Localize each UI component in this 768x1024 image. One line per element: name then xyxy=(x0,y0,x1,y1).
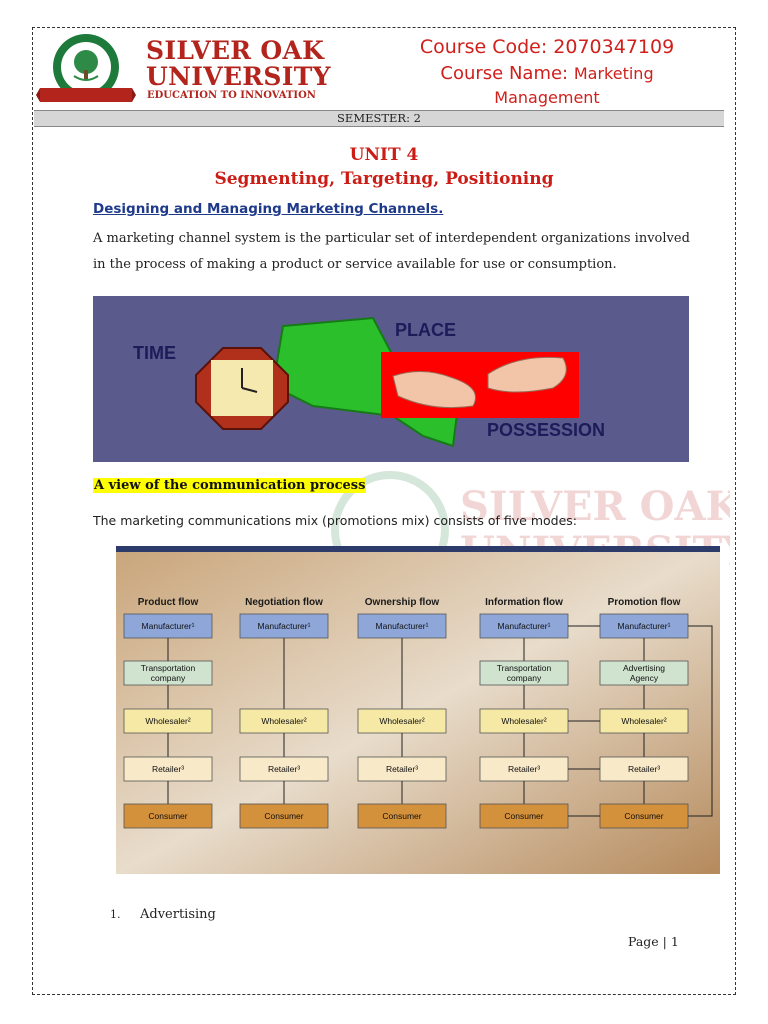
university-tagline: EDUCATION TO INNOVATION xyxy=(147,90,316,101)
unit-subtitle: Segmenting, Targeting, Positioning xyxy=(214,169,554,189)
label-place: PLACE xyxy=(395,320,456,340)
label-possession: POSSESSION xyxy=(487,420,605,440)
flow-box-label: Manufacturer¹ xyxy=(376,621,429,631)
flow-box xyxy=(239,708,329,734)
flow-box-label: Retailer³ xyxy=(628,764,660,774)
flow-box-label: Retailer³ xyxy=(508,764,540,774)
course-name-value2: Management xyxy=(494,88,600,107)
utility-figure: TIME PLACE POSSESSION xyxy=(93,296,689,462)
flow-box xyxy=(599,613,689,639)
page-number: Page | 1 xyxy=(628,934,679,949)
flow-box-label: Manufacturer¹ xyxy=(618,621,671,631)
course-name-value: Marketing xyxy=(573,64,654,83)
label-time: TIME xyxy=(133,343,176,363)
flow-column-header: Negotiation flow xyxy=(245,597,323,608)
flow-box xyxy=(357,756,447,782)
flow-box-label: Wholesaler² xyxy=(261,716,307,726)
course-code: Course Code: 2070347109 xyxy=(419,36,675,58)
flow-box xyxy=(479,756,569,782)
flow-box-label: Wholesaler² xyxy=(501,716,547,726)
flow-column-header: Ownership flow xyxy=(365,597,440,608)
university-name-line2: UNIVERSITY xyxy=(146,62,331,91)
course-name-label: Course Name: xyxy=(440,63,569,84)
flow-box xyxy=(239,756,329,782)
flow-box xyxy=(123,613,213,639)
flow-box-label: Wholesaler² xyxy=(145,716,191,726)
flow-box xyxy=(599,660,689,686)
flow-box xyxy=(357,613,447,639)
flow-box-label: Agency xyxy=(630,673,659,683)
university-name: SILVER OAK UNIVERSITY xyxy=(146,38,331,90)
flow-box xyxy=(479,613,569,639)
svg-text:SILVER OAK: SILVER OAK xyxy=(460,483,730,530)
flow-box-label: Consumer xyxy=(504,811,543,821)
flow-box-label: Advertising xyxy=(623,663,665,673)
university-logo xyxy=(36,34,136,102)
intro-paragraph: A marketing channel system is the partic… xyxy=(93,226,703,278)
flow-box xyxy=(357,803,447,829)
flow-box xyxy=(479,708,569,734)
flow-box-label: Retailer³ xyxy=(268,764,300,774)
flow-box-label: Retailer³ xyxy=(386,764,418,774)
course-name: Course Name: Marketing Management xyxy=(360,62,734,110)
flow-column-header: Product flow xyxy=(138,597,199,608)
flow-box xyxy=(123,803,213,829)
list-item: 1. Advertising xyxy=(110,907,216,922)
list-item-number: 1. xyxy=(110,908,121,921)
unit-title: UNIT 4 xyxy=(349,145,419,165)
communication-heading: A view of the communication process xyxy=(93,478,367,493)
list-item-text: Advertising xyxy=(140,907,216,922)
flow-box-label: Consumer xyxy=(148,811,187,821)
flow-box-label: Wholesaler² xyxy=(379,716,425,726)
intro-line2: in the process of making a product or se… xyxy=(93,257,617,272)
flow-box-label: Consumer xyxy=(264,811,303,821)
section-heading: Designing and Managing Marketing Channel… xyxy=(93,201,444,217)
intro-line1: A marketing channel system is the partic… xyxy=(93,231,690,246)
flow-box-label: Retailer³ xyxy=(152,764,184,774)
flow-box-label: Wholesaler² xyxy=(621,716,667,726)
flow-box-label: Transportation xyxy=(141,663,196,673)
channel-flows-figure: Product flowManufacturer¹Transportationc… xyxy=(116,546,720,874)
semester-bar: SEMESTER: 2 xyxy=(34,110,724,127)
flow-box-label: company xyxy=(507,673,542,683)
communication-text: The marketing communications mix (promot… xyxy=(93,513,577,528)
flow-box-label: Manufacturer¹ xyxy=(142,621,195,631)
flow-box-label: Consumer xyxy=(382,811,421,821)
hand-left-icon xyxy=(392,371,476,409)
flow-box xyxy=(479,660,569,686)
university-name-line1: SILVER OAK xyxy=(146,36,325,65)
flow-box-label: Manufacturer¹ xyxy=(498,621,551,631)
flow-column-header: Information flow xyxy=(485,597,563,608)
flow-box xyxy=(123,756,213,782)
flow-box-label: Consumer xyxy=(624,811,663,821)
flow-column-header: Promotion flow xyxy=(608,597,681,608)
flow-box xyxy=(239,613,329,639)
flow-box-label: Manufacturer¹ xyxy=(258,621,311,631)
flow-box xyxy=(239,803,329,829)
flow-box-label: Transportation xyxy=(497,663,552,673)
flow-box-label: company xyxy=(151,673,186,683)
flow-box xyxy=(357,708,447,734)
hand-right-icon xyxy=(487,356,567,393)
page-border xyxy=(32,27,736,995)
flow-feedback-line xyxy=(688,625,713,817)
